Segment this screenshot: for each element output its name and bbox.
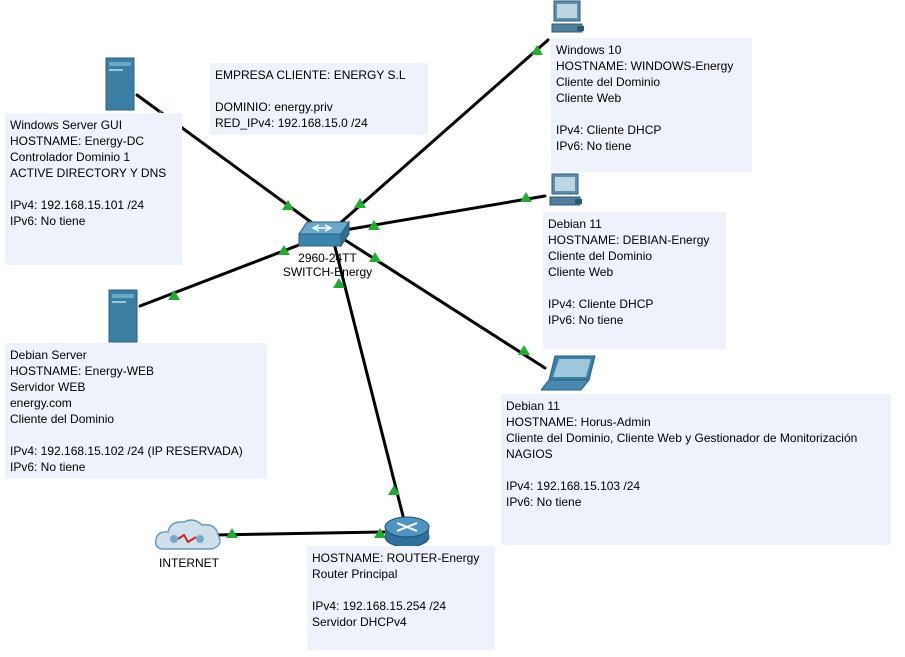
note-line: IPv6: No tiene <box>556 139 632 153</box>
link-light <box>374 528 386 538</box>
note-line: IPv4: 192.168.15.101 /24 <box>10 198 145 212</box>
link-light <box>369 252 381 262</box>
debian11-pc-icon[interactable] <box>549 173 583 209</box>
link-win10-switch <box>336 38 550 227</box>
note-line: Cliente del Dominio, Cliente Web y Gesti… <box>506 431 858 445</box>
note-line: Controlador Dominio 1 <box>10 150 131 164</box>
note-line: HOSTNAME: WINDOWS-Energy <box>556 59 734 73</box>
link-light <box>354 198 366 208</box>
debian-server-note: Debian Server HOSTNAME: Energy-WEB Servi… <box>5 343 267 479</box>
note-line: HOSTNAME: Horus-Admin <box>506 415 651 429</box>
note-line: IPv4: 192.168.15.254 /24 <box>312 599 447 613</box>
note-line: HOSTNAME: Energy-DC <box>10 134 145 148</box>
link-light <box>368 220 380 230</box>
note-line: Cliente del Dominio <box>556 75 661 89</box>
switch-hostname: SWITCH-Energy <box>282 265 373 279</box>
link-debian11pc-switch <box>343 194 547 232</box>
note-line: energy.com <box>10 396 72 410</box>
note-line: IPv4: Cliente DHCP <box>556 123 662 137</box>
debian-server-icon[interactable] <box>107 288 139 344</box>
note-line <box>506 462 886 478</box>
debian11-laptop-note: Debian 11 HOSTNAME: Horus-Admin Cliente … <box>501 394 891 545</box>
note-line: IPv6: No tiene <box>506 495 582 509</box>
link-light <box>388 485 400 495</box>
link-light <box>333 278 345 288</box>
windows-server-icon[interactable] <box>104 56 136 112</box>
link-light <box>282 200 294 210</box>
link-light <box>168 290 180 300</box>
link-light <box>278 245 290 255</box>
note-line: IPv6: No tiene <box>10 214 86 228</box>
debian11-pc-note: Debian 11 HOSTNAME: DEBIAN-Energy Client… <box>543 212 726 349</box>
note-line: Windows Server GUI <box>10 118 123 132</box>
windows-server-note: Windows Server GUI HOSTNAME: Energy-DC C… <box>5 113 182 265</box>
note-line: Debian 11 <box>548 217 602 231</box>
switch-model: 2960-24TT <box>298 251 357 265</box>
note-line: NAGIOS <box>506 447 553 461</box>
note-line: IPv6: No tiene <box>548 313 624 327</box>
note-line: Servidor WEB <box>10 380 86 394</box>
router-icon[interactable] <box>383 515 431 549</box>
note-line: HOSTNAME: Energy-WEB <box>10 364 155 378</box>
internet-label: INTERNET <box>159 556 219 570</box>
link-light <box>520 192 532 202</box>
windows10-pc-icon[interactable] <box>551 0 585 36</box>
note-line: Windows 10 <box>556 43 622 57</box>
note-line: HOSTNAME: ROUTER-Energy <box>312 551 480 565</box>
note-line <box>215 83 423 99</box>
note-line: EMPRESA CLIENTE: ENERGY S.L <box>215 68 406 82</box>
note-line: ACTIVE DIRECTORY Y DNS <box>10 166 167 180</box>
note-line: IPv4: Cliente DHCP <box>548 297 654 311</box>
laptop-icon[interactable] <box>541 354 597 394</box>
link-internet-router <box>213 530 387 537</box>
note-line: IPv6: No tiene <box>10 460 86 474</box>
windows10-note: Windows 10 HOSTNAME: WINDOWS-Energy Clie… <box>551 38 752 172</box>
link-light <box>226 528 238 538</box>
note-line: IPv4: 192.168.15.103 /24 <box>506 479 641 493</box>
note-line: Debian 11 <box>506 399 560 413</box>
company-note: EMPRESA CLIENTE: ENERGY S.L DOMINIO: ene… <box>210 63 428 135</box>
note-line: Servidor DHCPv4 <box>312 615 407 629</box>
cloud-icon[interactable] <box>152 515 224 555</box>
note-line: RED_IPv4: 192.168.15.0 /24 <box>215 116 368 130</box>
router-note: HOSTNAME: ROUTER-Energy Router Principal… <box>307 546 495 650</box>
switch-icon[interactable] <box>297 220 351 250</box>
note-line: Cliente Web <box>548 265 614 279</box>
note-line: Cliente Web <box>556 91 622 105</box>
note-line: Cliente del Dominio <box>548 249 653 263</box>
note-line <box>312 582 490 598</box>
note-line: Router Principal <box>312 567 398 581</box>
switch-label: 2960-24TT SWITCH-Energy <box>270 251 385 279</box>
note-line <box>556 106 747 122</box>
link-light <box>518 345 530 355</box>
note-line: Cliente del Dominio <box>10 412 115 426</box>
note-line <box>10 181 177 197</box>
note-line <box>10 427 262 443</box>
note-line: Debian Server <box>10 348 87 362</box>
link-light <box>531 45 543 55</box>
link-router-switch <box>333 245 406 522</box>
note-line <box>548 280 721 296</box>
note-line: HOSTNAME: DEBIAN-Energy <box>548 233 710 247</box>
note-line: DOMINIO: energy.priv <box>215 100 333 114</box>
note-line: IPv4: 192.168.15.102 /24 (IP RESERVADA) <box>10 444 243 458</box>
